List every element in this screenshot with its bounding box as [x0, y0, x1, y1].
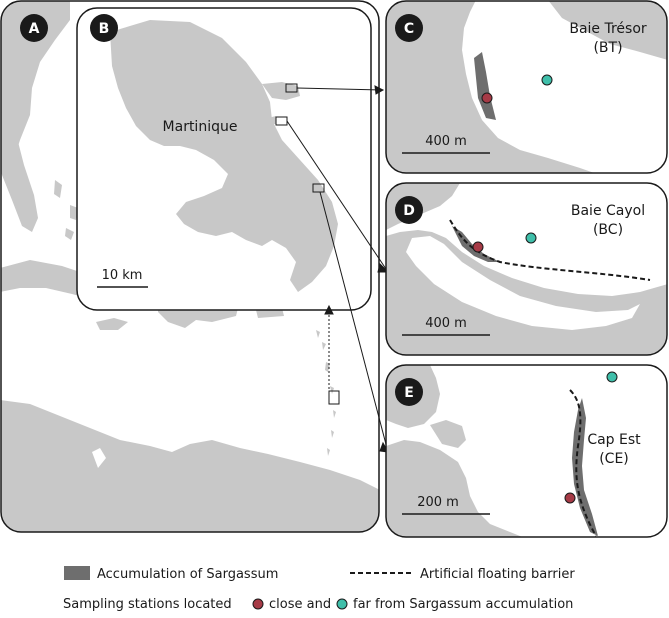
legend-far-dot — [336, 598, 348, 610]
panel-d-sargassum — [452, 226, 500, 262]
panel-c-land-ne — [548, 1, 667, 60]
panel-d-baie-cayol: Baie Cayol (BC) 400 m D — [385, 182, 668, 356]
panel-d-badge-label: D — [403, 203, 415, 219]
legend-far-label: far from Sargassum accumulation — [353, 597, 573, 612]
panel-c-scale-label: 400 m — [425, 134, 467, 149]
panel-d-far-station — [525, 232, 537, 244]
panel-a-badge-label: A — [29, 21, 40, 37]
legend-stations-prefix: Sampling stations located — [63, 597, 232, 612]
panel-b-badge — [90, 14, 118, 42]
panel-d-scale-label: 400 m — [425, 316, 467, 331]
panel-c-land — [386, 1, 600, 173]
florida-landmass — [1, 1, 70, 175]
panel-e-badge-label: E — [404, 385, 414, 401]
legend-sargassum-swatch — [64, 566, 90, 580]
panel-a-badge — [20, 14, 48, 42]
panel-d-badge — [395, 196, 423, 224]
panel-e-cape — [430, 420, 466, 448]
panel-c-close-station — [481, 92, 493, 104]
panel-e-barrier — [569, 389, 597, 537]
panel-e-site-name: Cap Est — [587, 432, 641, 448]
north-islets — [256, 94, 276, 124]
panel-c-baie-tresor: Baie Trésor (BT) 400 m C — [385, 0, 668, 174]
panel-e-badge — [395, 378, 423, 406]
panel-e-close-station — [564, 492, 576, 504]
panel-e-scale-label: 200 m — [417, 495, 459, 510]
panel-d-site-name: Baie Cayol — [571, 203, 645, 219]
panel-c-site-code: (BT) — [593, 40, 622, 56]
panel-e-land-south — [386, 440, 530, 537]
panel-e-far-station — [606, 371, 618, 383]
lesser-antilles-islands — [316, 330, 336, 456]
panel-b-martinique-map: Martinique 10 km B — [76, 7, 372, 405]
panel-d-close-station — [472, 241, 484, 253]
panel-e-sargassum — [572, 398, 598, 536]
panel-c-badge — [395, 14, 423, 42]
martinique-box-overview — [328, 390, 340, 405]
bahamas-islands — [54, 180, 78, 240]
legend-close-dot — [252, 598, 264, 610]
jamaica-island — [96, 318, 128, 330]
legend-sargassum-label: Accumulation of Sargassum — [97, 567, 278, 582]
martinique-island — [110, 20, 338, 292]
panel-b-scale-label: 10 km — [102, 268, 143, 283]
connector-arrows — [286, 85, 390, 453]
legend-barrier-label: Artificial floating barrier — [420, 567, 575, 582]
island-label: Martinique — [163, 119, 238, 135]
panel-c-badge-label: C — [404, 21, 414, 37]
panel-b-badge-label: B — [99, 21, 110, 37]
site-box-ce — [312, 183, 325, 193]
panel-d-inner-bay — [406, 236, 640, 330]
panel-e-cap-est: Cap Est (CE) 200 m E — [385, 364, 668, 538]
panel-d-barrier — [449, 219, 651, 281]
panel-d-site-code: (BC) — [593, 222, 623, 238]
legend-close-label: close and — [269, 597, 331, 612]
panel-c-sargassum — [474, 52, 496, 120]
maracaibo-lake — [92, 448, 106, 468]
caravelle-peninsula — [262, 82, 300, 100]
panel-c-far-station — [541, 74, 553, 86]
south-america-landmass — [1, 400, 379, 532]
legend: Accumulation of Sargassum Artificial flo… — [63, 566, 575, 612]
panel-c-site-name: Baie Trésor — [569, 21, 647, 37]
florida-peninsula — [1, 110, 38, 232]
panel-e-site-code: (CE) — [599, 451, 629, 467]
